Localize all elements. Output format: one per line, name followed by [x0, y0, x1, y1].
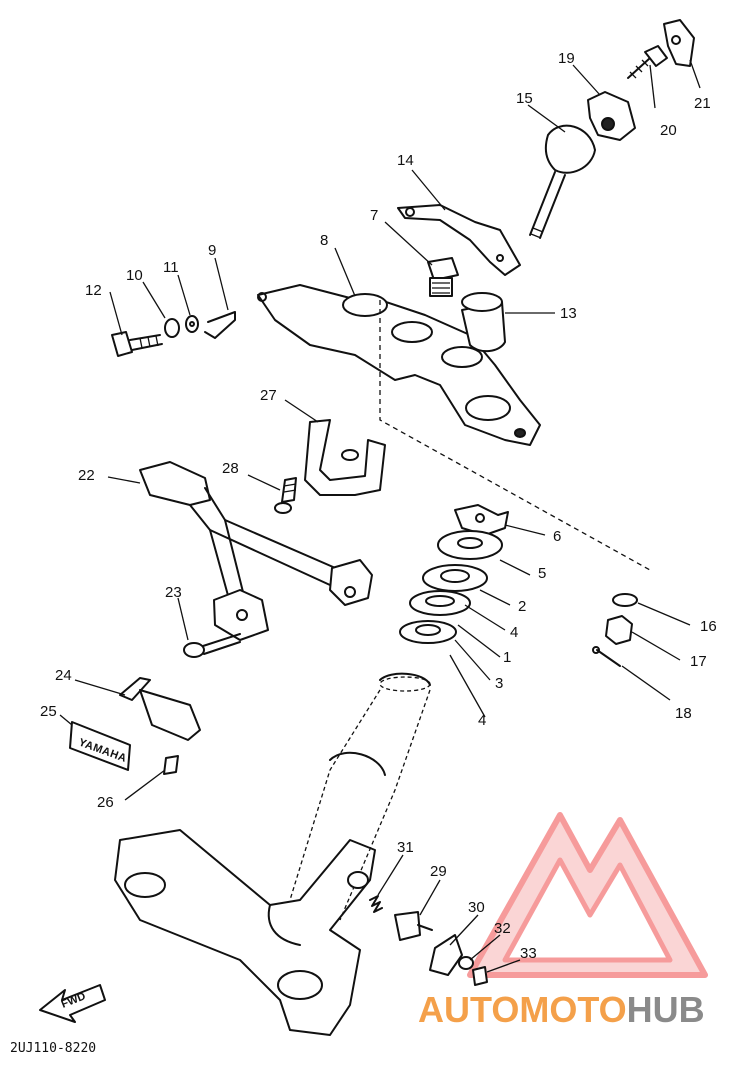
callout-23: 23: [165, 584, 182, 601]
callout-18: 18: [675, 705, 692, 722]
forward-arrow: FWD: [39, 984, 106, 1023]
callout-32: 32: [494, 920, 511, 937]
handlebar-holder-plate: [397, 204, 521, 276]
callout-28: 28: [222, 460, 239, 477]
callout-4b: 4: [478, 712, 486, 729]
callout-14: 14: [397, 152, 414, 169]
bearing-stack: [399, 504, 509, 644]
callout-9: 9: [208, 242, 216, 259]
callout-27: 27: [260, 387, 277, 404]
callout-21: 21: [694, 95, 711, 112]
callout-6: 6: [553, 528, 561, 545]
callout-2: 2: [518, 598, 526, 615]
callout-3: 3: [495, 675, 503, 692]
side-bolt-assembly: [111, 311, 236, 357]
steering-stem: [114, 672, 431, 1036]
stay-bolt: [183, 633, 241, 658]
diagram-code: 2UJ110-8220: [10, 1041, 96, 1056]
callout-19: 19: [558, 50, 575, 67]
watermark-text: AUTOMOTOHUB: [418, 989, 705, 1030]
callout-4a: 4: [510, 624, 518, 641]
callout-17: 17: [690, 653, 707, 670]
cotter-pin: [592, 646, 621, 667]
callout-20: 20: [660, 122, 677, 139]
yamaha-emblem: YAMAHA: [69, 721, 131, 771]
callout-13: 13: [560, 305, 577, 322]
callout-12: 12: [85, 282, 102, 299]
callout-16: 16: [700, 618, 717, 635]
callout-1: 1: [503, 649, 511, 666]
screw: [472, 966, 488, 986]
holder-bolt: [627, 45, 668, 79]
callout-31: 31: [397, 839, 414, 856]
callout-26: 26: [97, 794, 114, 811]
callout-15: 15: [516, 90, 533, 107]
steering-lock: [394, 911, 433, 941]
lock-plate: [663, 19, 695, 67]
meter-bracket: [304, 419, 386, 496]
watermark-logo: [467, 812, 708, 978]
callout-24: 24: [55, 667, 72, 684]
callout-7: 7: [370, 207, 378, 224]
callout-10: 10: [126, 267, 143, 284]
emblem-holder: [119, 677, 201, 741]
leader-lines: [59, 59, 701, 973]
callout-30: 30: [468, 899, 485, 916]
callout-22: 22: [78, 467, 95, 484]
circlip: [612, 593, 638, 607]
headlight-stay: [139, 461, 373, 641]
watermark-text-part1: AUTOMOTO: [418, 989, 627, 1030]
nut: [605, 615, 633, 645]
callout-8: 8: [320, 232, 328, 249]
callout-labels: 19 15 20 21 14 7 8 13 9 11 10 12 27 28 2…: [40, 50, 717, 962]
cap-bolt: [427, 257, 459, 297]
callout-29: 29: [430, 863, 447, 880]
handlebar-bolt: [529, 124, 596, 239]
callout-11: 11: [163, 259, 179, 276]
callout-33: 33: [520, 945, 537, 962]
watermark-text-part2: HUB: [627, 989, 705, 1030]
bracket-bolt: [274, 477, 297, 514]
upper-bracket: [257, 284, 651, 571]
callout-5: 5: [538, 565, 546, 582]
handlebar-holder: [587, 91, 636, 141]
lock-cover: [429, 934, 463, 976]
callout-25: 25: [40, 703, 57, 720]
washer: [458, 956, 474, 970]
spring: [369, 895, 383, 913]
rubber-bushing: [461, 292, 506, 353]
emblem-screw: [163, 755, 179, 775]
